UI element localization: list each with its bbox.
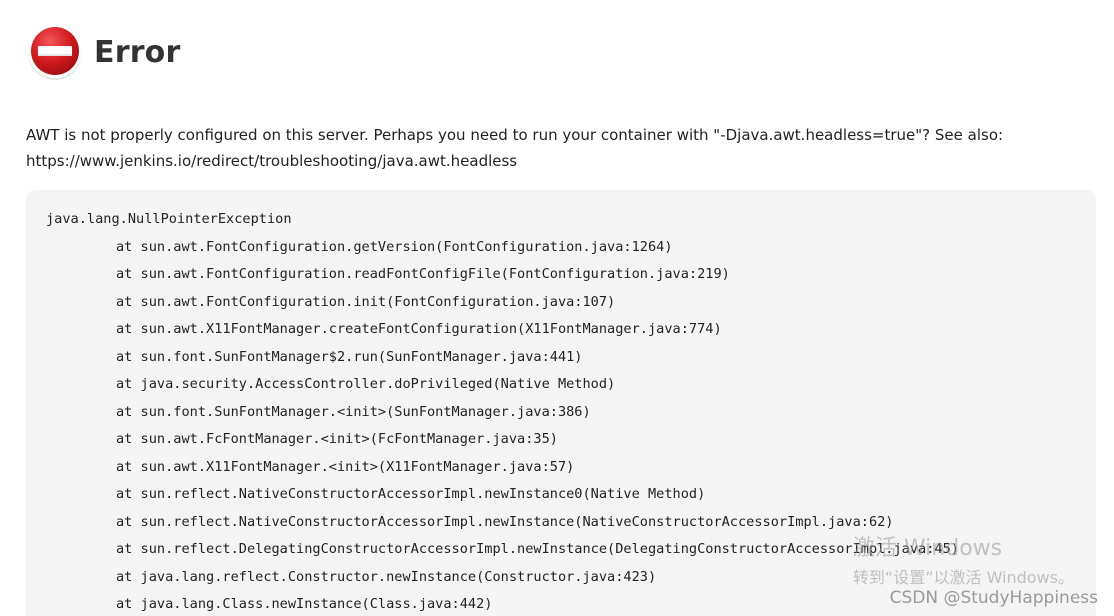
stack-frame: at sun.reflect.DelegatingConstructorAcce… [116, 541, 959, 557]
stack-frame: at java.security.AccessController.doPriv… [116, 376, 616, 392]
stack-frame: at java.lang.Class.newInstance(Class.jav… [116, 596, 493, 612]
csdn-credit: CSDN @StudyHappiness [889, 588, 1098, 608]
stack-frame: at sun.awt.FontConfiguration.init(FontCo… [116, 293, 616, 310]
stack-frame: at sun.awt.FontConfiguration.readFontCon… [116, 266, 730, 282]
stack-frame: at sun.reflect.NativeConstructorAccessor… [116, 513, 894, 530]
stop-icon [28, 24, 82, 80]
stacktrace: java.lang.NullPointerException at sun.awt… [26, 190, 1096, 616]
stack-frame: at sun.awt.X11FontManager.createFontConf… [116, 321, 722, 337]
troubleshooting-url: https://www.jenkins.io/redirect/troubles… [26, 152, 518, 170]
exception-line: java.lang.NullPointerException [46, 211, 292, 227]
error-message-text: AWT is not properly configured on this s… [26, 126, 1004, 144]
stack-frame: at sun.font.SunFontManager$2.run(SunFont… [116, 348, 583, 365]
stack-frame: at java.lang.reflect.Constructor.newInst… [116, 568, 657, 585]
page-title: Error [94, 34, 181, 70]
stack-frame: at sun.awt.FontConfiguration.getVersion(… [116, 238, 673, 255]
stack-frame: at sun.font.SunFontManager.<init>(SunFon… [116, 403, 591, 420]
stack-frame: at sun.awt.FcFontManager.<init>(FcFontMa… [116, 431, 558, 447]
stacktrace-panel: java.lang.NullPointerException at sun.awt… [26, 190, 1096, 616]
stack-frame: at sun.awt.X11FontManager.<init>(X11Font… [116, 458, 575, 475]
stack-frame: at sun.reflect.NativeConstructorAccessor… [116, 486, 706, 502]
error-message: AWT is not properly configured on this s… [26, 122, 1096, 174]
error-header: Error [26, 22, 181, 82]
